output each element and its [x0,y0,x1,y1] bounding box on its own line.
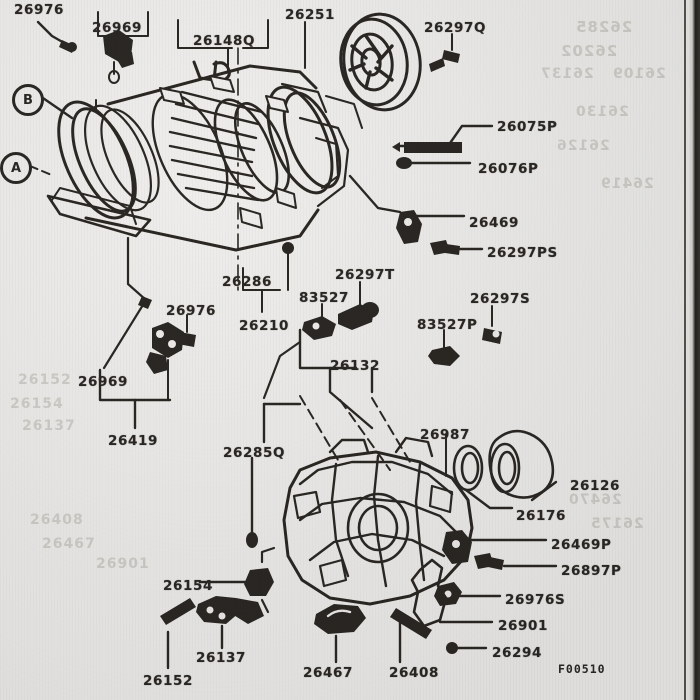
ghost-print-text: 26408 [30,512,84,528]
part-number-26076p: 26076P [478,161,539,177]
part-number-26976s: 26976S [505,592,566,608]
part-number-26154: 26154 [163,578,213,594]
part-number-26297ps: 26297PS [487,245,558,261]
part-number-26969: 26969 [92,20,142,36]
callout-marker-a: A [0,152,32,184]
part-number-26251: 26251 [285,7,335,23]
ghost-print-text: 26152 [18,372,72,388]
part-number-26294: 26294 [492,645,542,661]
part-number-26469p: 26469P [551,537,612,553]
page-edge-shadow [688,0,700,700]
part-number-26137: 26137 [196,650,246,666]
part-number-26148q: 26148Q [193,33,256,49]
part-number-26901: 26901 [498,618,548,634]
part-number-26285q: 26285Q [223,445,286,461]
callout-marker-b: B [12,84,44,116]
ghost-print-text: 26137 [22,418,76,434]
part-number-26297s: 26297S [470,291,531,307]
ghost-print-text: 26154 [10,396,64,412]
part-number-26467: 26467 [303,665,353,681]
part-number-26969: 26969 [78,374,128,390]
part-number-26976: 26976 [14,2,64,18]
ghost-print-text: 26901 [96,556,150,572]
part-number-26408: 26408 [389,665,439,681]
sheet-code: F00510 [558,662,606,676]
part-number-26132: 26132 [330,358,380,374]
part-number-26152: 26152 [143,673,193,689]
page-edge-line [684,0,686,700]
part-number-26987: 26987 [420,427,470,443]
part-number-26897p: 26897P [561,563,622,579]
part-number-26176: 26176 [516,508,566,524]
ghost-print-text: 26467 [42,536,96,552]
part-number-26286: 26286 [222,274,272,290]
part-number-26210: 26210 [239,318,289,334]
part-number-26469: 26469 [469,215,519,231]
part-number-26297q: 26297Q [424,20,487,36]
part-number-26976: 26976 [166,303,216,319]
part-number-26297t: 26297T [335,267,395,283]
part-number-26075p: 26075P [497,119,558,135]
part-number-83527p: 83527P [417,317,478,333]
part-number-83527: 83527 [299,290,349,306]
part-number-26126: 26126 [570,478,620,494]
part-number-26419: 26419 [108,433,158,449]
